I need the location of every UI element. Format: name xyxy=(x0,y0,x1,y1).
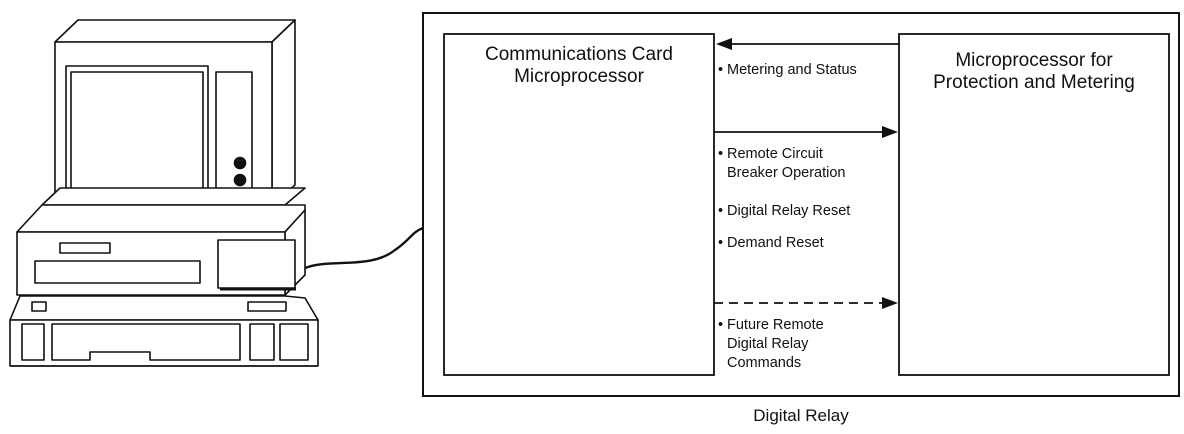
signal-demand-reset: •Demand Reset xyxy=(718,234,824,253)
signal-remote-breaker-line2: Breaker Operation xyxy=(727,165,846,181)
signal-metering-status-label: Metering and Status xyxy=(727,62,857,78)
signal-demand-reset-label: Demand Reset xyxy=(727,235,824,251)
arrow-right-icon xyxy=(714,126,898,138)
bullet-glyph: • xyxy=(718,62,724,78)
bullet-glyph: • xyxy=(718,317,724,333)
comm-card-title-line2: Microprocessor xyxy=(514,66,644,87)
bullet-glyph: • xyxy=(718,203,724,219)
signal-metering-status: •Metering and Status xyxy=(718,61,857,80)
diagram-caption: Digital Relay xyxy=(753,406,849,425)
bullet-glyph: • xyxy=(718,235,724,251)
signal-future-line1: Future Remote xyxy=(727,317,824,333)
signal-remote-breaker: •Remote Circuit Breaker Operation xyxy=(718,145,845,183)
signal-future-line3: Commands xyxy=(727,355,802,371)
protection-processor-title: Microprocessor for Protection and Meteri… xyxy=(899,50,1169,94)
signal-future-line2: Digital Relay xyxy=(727,336,809,352)
signal-remote-breaker-line1: Remote Circuit xyxy=(727,146,823,162)
comm-card-title: Communications Card Microprocessor xyxy=(444,44,714,88)
protection-processor-title-line1: Microprocessor for xyxy=(955,50,1113,71)
protection-processor-title-line2: Protection and Metering xyxy=(933,72,1135,93)
comm-card-box xyxy=(443,33,715,376)
comm-card-title-line1: Communications Card xyxy=(485,44,673,65)
dashed-arrow-right-icon xyxy=(714,297,898,309)
arrow-left-icon xyxy=(716,38,899,50)
connection-cable xyxy=(304,226,424,270)
signal-relay-reset-label: Digital Relay Reset xyxy=(727,203,851,219)
protection-processor-box xyxy=(898,33,1170,376)
signal-future-commands: •Future Remote Digital Relay Commands xyxy=(718,316,824,373)
signal-relay-reset: •Digital Relay Reset xyxy=(718,202,850,221)
bullet-glyph: • xyxy=(718,146,724,162)
computer-icon xyxy=(9,19,319,367)
